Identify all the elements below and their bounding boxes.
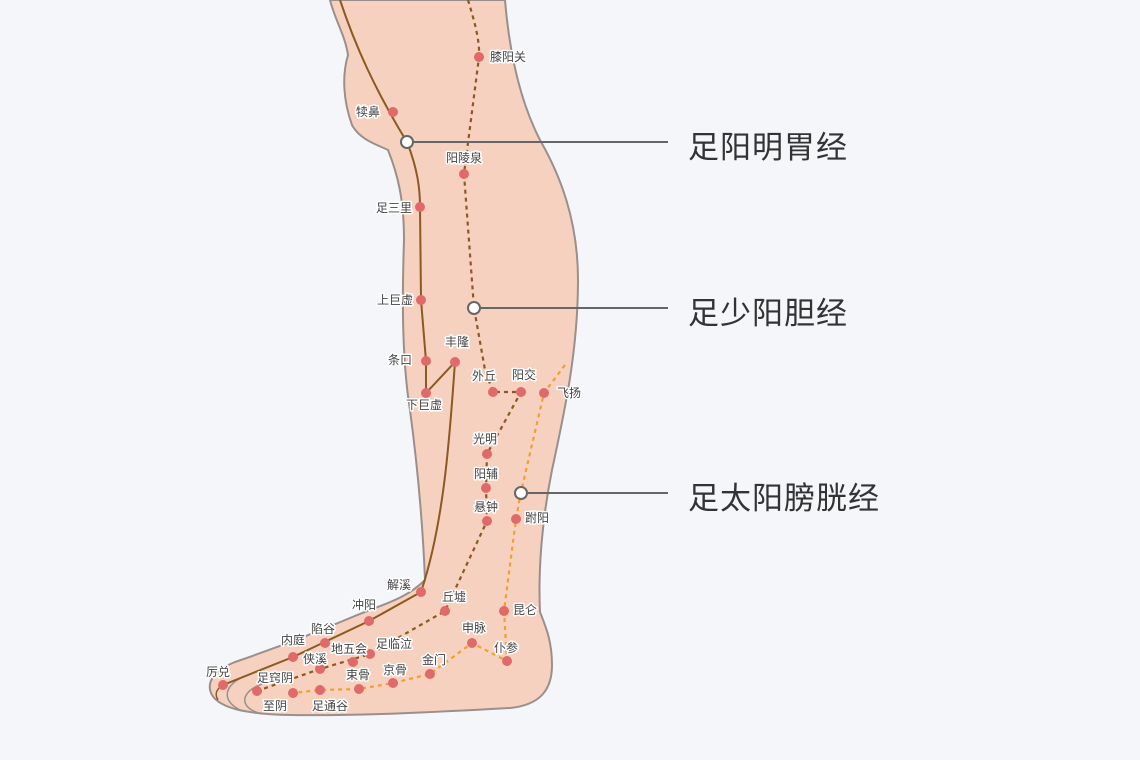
acupoint-label: 厉兑 [206,665,230,679]
acupoint-marker[interactable] [320,638,330,648]
acupoint-marker[interactable] [288,652,298,662]
acupoint-label: 条口 [388,353,412,367]
acupoint-marker[interactable] [416,295,426,305]
acupoint-label: 足窍阴 [257,670,293,685]
acupoint-label: 侠溪 [303,652,327,666]
acupoint-label: 冲阳 [352,597,376,612]
acupoint-label: 悬钟 [474,499,498,514]
meridian-label-gallbladder: 足少阳胆经 [688,296,848,332]
acupoint-label: 犊鼻 [356,104,380,119]
callout-marker [400,135,414,149]
acupoint-label: 仆参 [494,640,518,655]
acupoint-marker[interactable] [415,202,425,212]
acupoint-label: 足三里 [376,201,412,215]
acupoint-label: 下巨虚 [406,398,442,412]
acupoint-marker[interactable] [450,357,460,367]
callout-marker [467,301,481,315]
meridian-label-bladder: 足太阳膀胱经 [688,481,880,517]
acupoint-marker[interactable] [288,688,298,698]
acupoint-label: 金门 [422,652,446,667]
acupoint-label: 阳辅 [474,467,498,481]
acupoint-label: 丘墟 [442,590,466,604]
acupoint-marker[interactable] [488,387,498,397]
acupoint-marker[interactable] [511,514,521,524]
acupoint-label: 跗阳 [525,511,549,525]
acupoint-marker[interactable] [474,52,484,62]
acupoint-marker[interactable] [502,656,512,666]
acupoint-label: 上巨虚 [377,293,413,307]
acupoint-marker[interactable] [459,169,469,179]
acupoint-label: 足通谷 [312,699,348,713]
acupoint-marker[interactable] [499,606,509,616]
acupoint-marker[interactable] [252,686,262,696]
acupoint-marker[interactable] [425,669,435,679]
acupoint-marker[interactable] [421,356,431,366]
acupoint-label: 丰隆 [445,334,469,349]
meridian-label-stomach: 足阳明胃经 [688,130,848,166]
acupoint-marker[interactable] [315,664,325,674]
acupoint-marker[interactable] [516,387,526,397]
acupoint-label: 申脉 [462,620,486,635]
acupoint-label: 地五会 [331,642,367,656]
leg-outline [208,0,580,717]
acupoint-marker[interactable] [348,657,358,667]
acupoint-label: 陷谷 [311,621,335,636]
acupoint-label: 内庭 [281,632,305,647]
acupoint-marker[interactable] [416,587,426,597]
callout-marker [514,486,528,500]
acupoint-label: 光明 [473,432,497,446]
acupoint-marker[interactable] [388,107,398,117]
acupoint-label: 阳交 [512,367,536,382]
acupoint-label: 束骨 [346,668,370,682]
acupoint-marker[interactable] [388,678,398,688]
acupoint-marker[interactable] [482,516,492,526]
acupoint-marker[interactable] [467,638,477,648]
acupoint-label: 解溪 [387,578,411,592]
acupoint-label: 阳陵泉 [446,151,482,165]
acupoint-marker[interactable] [539,388,549,398]
acupoint-label: 昆仑 [513,603,537,617]
acupoint-marker[interactable] [482,449,492,459]
acupoint-label: 足临泣 [376,636,412,651]
acupoint-label: 外丘 [472,369,496,383]
acupoint-marker[interactable] [364,616,374,626]
acupoint-marker[interactable] [440,606,450,616]
acupoint-marker[interactable] [218,680,228,690]
acupoint-marker[interactable] [365,649,375,659]
acupoint-marker[interactable] [315,685,325,695]
acupoint-marker[interactable] [421,388,431,398]
acupoint-marker[interactable] [354,684,364,694]
acupoint-label: 至阴 [263,699,287,713]
acupoint-label: 飞扬 [557,385,581,400]
acupoint-label: 京骨 [383,663,407,677]
acupoint-label: 膝阳关 [490,50,526,64]
acupoint-marker[interactable] [481,483,491,493]
